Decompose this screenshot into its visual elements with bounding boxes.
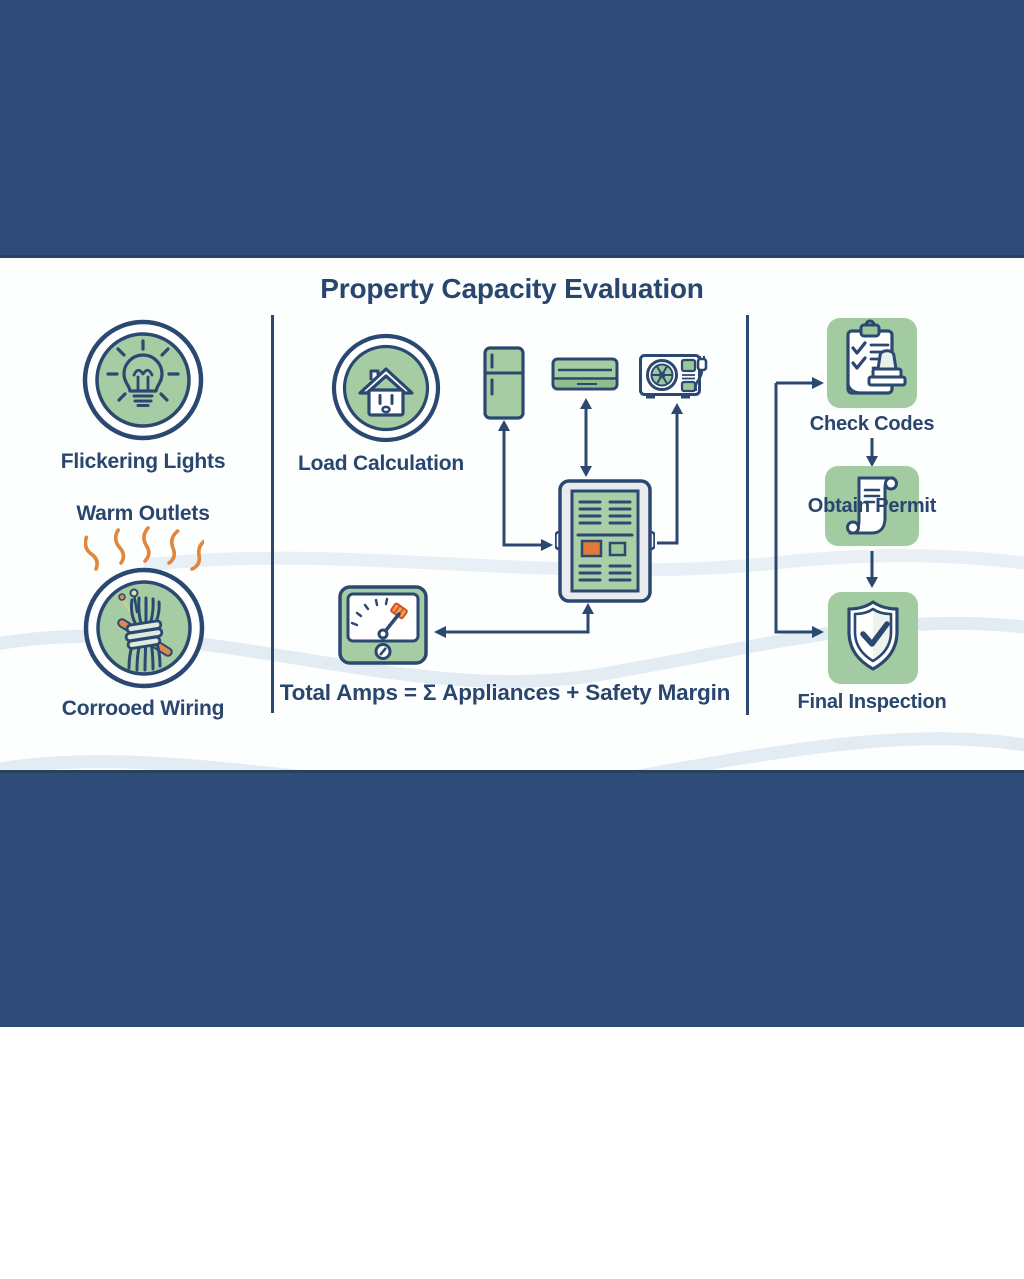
corroded-wiring-label: Corrooed Wiring [61, 697, 225, 720]
warm-outlets-label: Warm Outlets [76, 502, 210, 525]
clipboard-stamp-icon [846, 319, 907, 395]
obtain-permit-tile [825, 466, 919, 546]
corroded-wiring-icon [83, 567, 205, 689]
condenser-unit-icon [639, 354, 708, 399]
check-codes-label: Check Codes [809, 413, 935, 435]
breaker-panel-icon [555, 479, 655, 603]
amp-meter-icon [338, 585, 428, 665]
bottom-banner-band [0, 770, 1024, 1027]
load-formula: Total Amps = Σ Appliances + Safety Margi… [279, 680, 731, 705]
obtain-permit-label: Obtain Permit [807, 495, 937, 517]
wall-ac-icon [551, 357, 619, 391]
heat-waves-icon [84, 526, 204, 571]
load-calculation-label: Load Calculation [298, 452, 464, 475]
lightbulb-icon [82, 319, 204, 441]
shield-check-icon [847, 600, 899, 671]
check-codes-tile [827, 318, 917, 408]
final-inspection-label: Final Inspection [797, 691, 947, 713]
load-calculation-house-icon [331, 333, 441, 443]
refrigerator-icon [483, 346, 525, 420]
left-column-divider [271, 315, 274, 713]
page-title: Property Capacity Evaluation [320, 273, 704, 304]
permit-scroll-icon [846, 476, 898, 535]
flickering-lights-label: Flickering Lights [60, 450, 226, 473]
right-column-divider [746, 315, 749, 715]
final-inspection-tile [828, 592, 918, 684]
top-banner-band [0, 0, 1024, 258]
